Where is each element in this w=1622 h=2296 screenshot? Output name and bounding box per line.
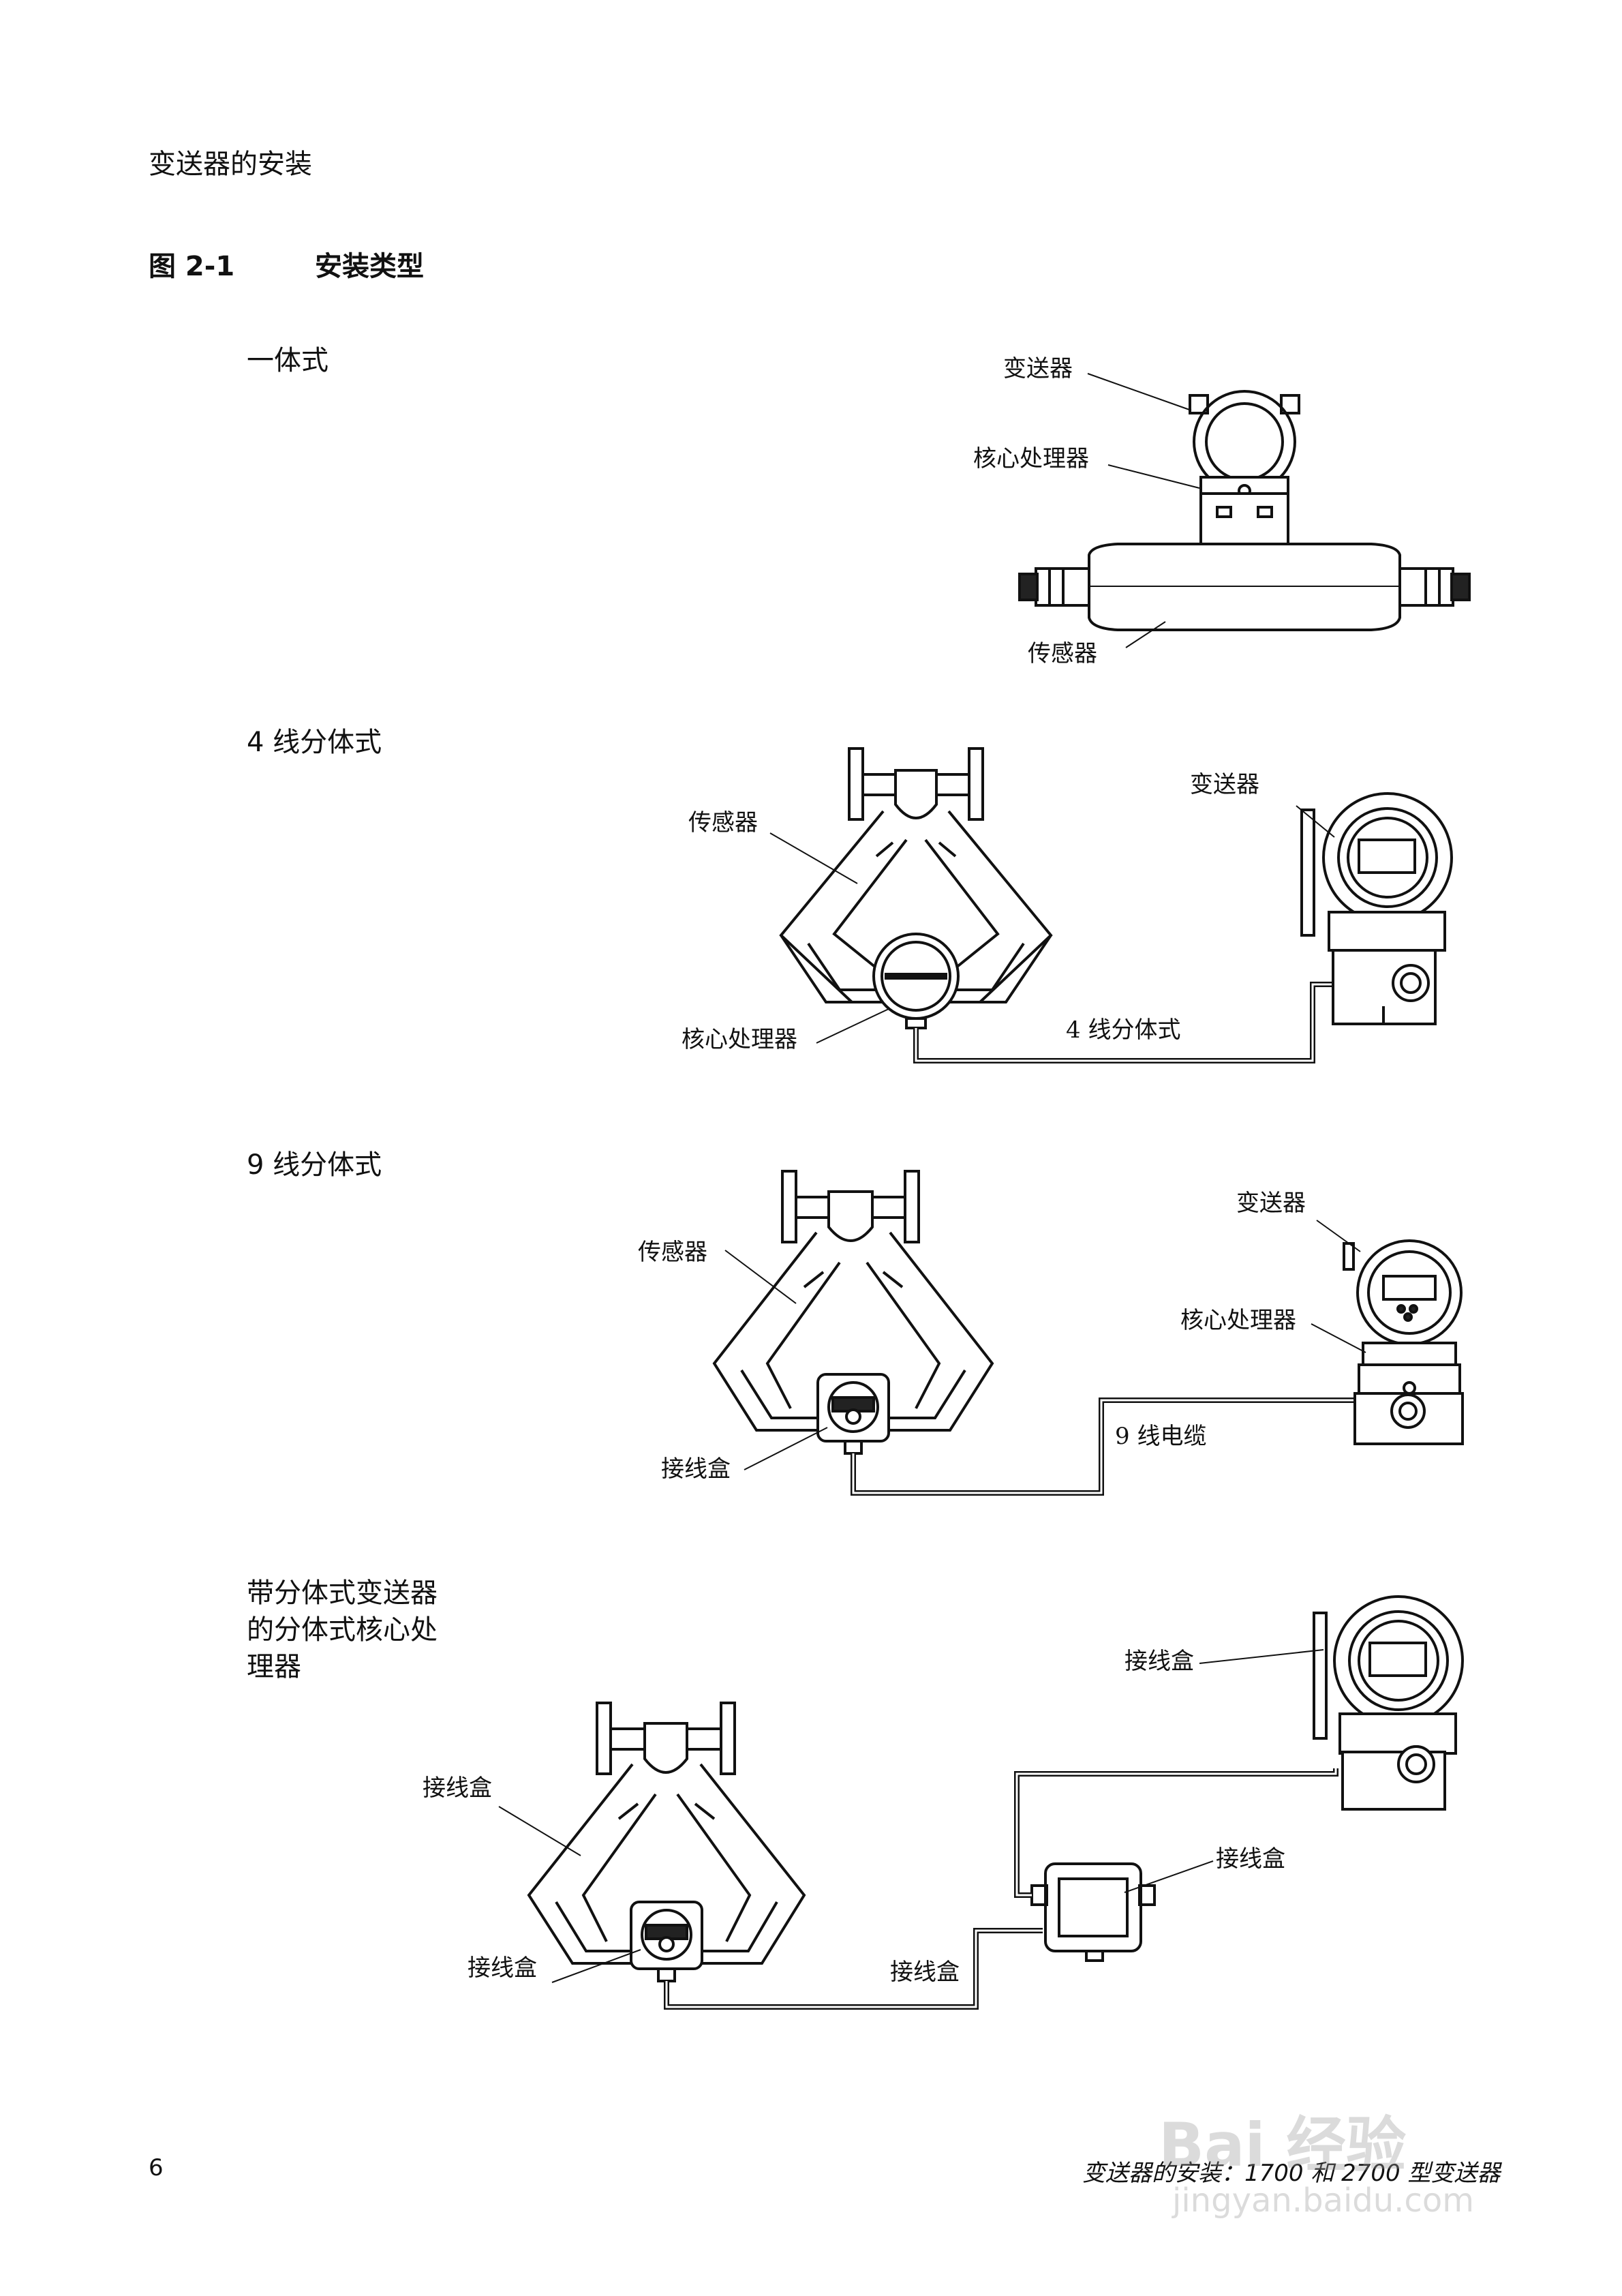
9wire-label-core-processor: 核心处理器 bbox=[1180, 1307, 1296, 1334]
remote-core-label-jbox-core: 接线盒 bbox=[1216, 1845, 1285, 1873]
watermark-brand: Bai 经验 bbox=[1159, 2110, 1407, 2180]
4wire-label-transmitter: 变送器 bbox=[1190, 771, 1259, 798]
9wire-label-cable: 9 线电缆 bbox=[1115, 1423, 1206, 1450]
figure-number: 图 2-1 bbox=[149, 251, 235, 282]
page-number: 6 bbox=[149, 2154, 164, 2181]
9wire-label-transmitter: 变送器 bbox=[1236, 1190, 1306, 1217]
remote-core-label-jbox-top: 接线盒 bbox=[1124, 1648, 1194, 1675]
integral-label-sensor: 传感器 bbox=[1028, 640, 1097, 667]
section-remote-core-title-line-3: 理器 bbox=[247, 1651, 301, 1682]
section-remote-core-title-line-1: 带分体式变送器 bbox=[247, 1577, 438, 1609]
section-9wire-title: 9 线分体式 bbox=[247, 1149, 382, 1181]
remote-core-label-jbox-sensor-bottom: 接线盒 bbox=[468, 1954, 537, 1982]
section-integral-title: 一体式 bbox=[247, 345, 328, 376]
running-head: 变送器的安装 bbox=[149, 149, 312, 180]
integral-label-core-processor: 核心处理器 bbox=[973, 445, 1089, 472]
section-remote-core-title-line-2: 的分体式核心处 bbox=[247, 1614, 438, 1646]
remote-core-label-jbox-sensor: 接线盒 bbox=[423, 1774, 492, 1802]
4wire-label-cable: 4 线分体式 bbox=[1066, 1016, 1180, 1044]
integral-label-transmitter: 变送器 bbox=[1003, 355, 1073, 382]
4wire-label-core-processor: 核心处理器 bbox=[682, 1026, 797, 1053]
watermark-url: jingyan.baidu.com bbox=[1172, 2181, 1474, 2220]
footer-doc-title: 变送器的安装：1700 和 2700 型变送器 bbox=[1082, 2160, 1501, 2187]
remote-core-label-cable: 接线盒 bbox=[890, 1959, 960, 1986]
figure-title: 安装类型 bbox=[315, 251, 424, 282]
4wire-label-sensor: 传感器 bbox=[688, 809, 758, 836]
9wire-label-junction-box: 接线盒 bbox=[661, 1455, 731, 1483]
9wire-label-sensor: 传感器 bbox=[638, 1239, 707, 1266]
section-4wire-title: 4 线分体式 bbox=[247, 727, 382, 758]
